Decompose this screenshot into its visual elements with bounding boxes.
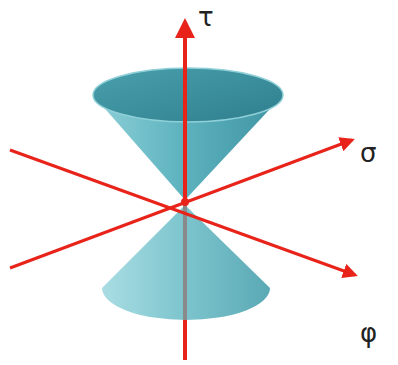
tau-axis <box>183 22 187 205</box>
tau-axis-hidden <box>183 205 187 320</box>
cone-rim-edge <box>93 68 283 122</box>
axis-label: σ <box>360 140 376 166</box>
cone-rim <box>93 68 283 122</box>
axis-label: τ <box>198 4 214 30</box>
origin-dot <box>181 198 189 206</box>
tau-axis <box>183 320 187 360</box>
axis-label: φ <box>360 320 377 346</box>
sigma-axis <box>10 140 352 268</box>
lower-cone <box>102 205 270 320</box>
phi-axis <box>10 150 355 275</box>
